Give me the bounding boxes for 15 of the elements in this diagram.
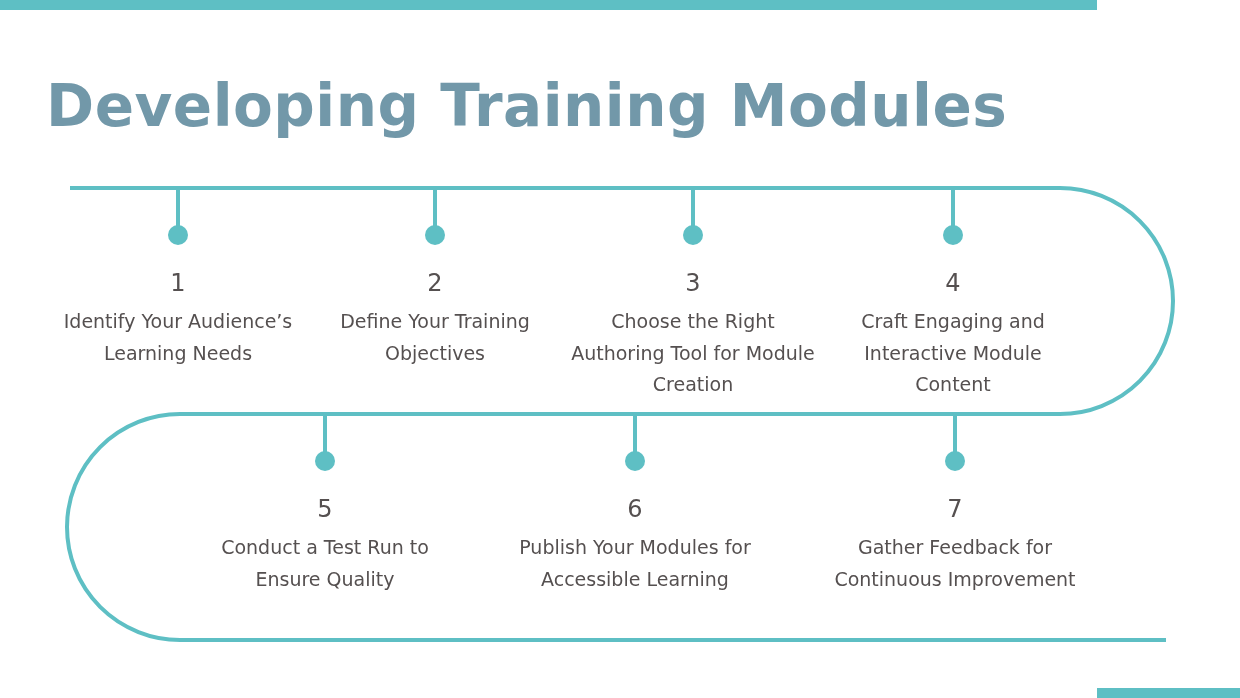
step-number: 1 [169,269,187,297]
step-number: 2 [426,269,444,297]
step-number: 4 [944,269,962,297]
title: Developing Training Modules [46,72,1008,140]
step-number: 5 [316,495,334,523]
step-description: Define Your Training Objectives [339,309,531,366]
step-description: Craft Engaging and Interactive Module Content [860,309,1046,397]
step-description: Identify Your Audience’s Learning Needs [62,309,294,366]
step-number: 3 [684,269,702,297]
step-description: Conduct a Test Run to Ensure Quality [220,535,430,592]
step-description: Choose the Right Authoring Tool for Module Creation [570,309,816,397]
step-description: Publish Your Modules for Accessible Learning [518,535,752,592]
step-number: 6 [626,495,644,523]
step-description: Gather Feedback for Continuous Improvement [833,535,1077,592]
step-number: 7 [946,495,964,523]
